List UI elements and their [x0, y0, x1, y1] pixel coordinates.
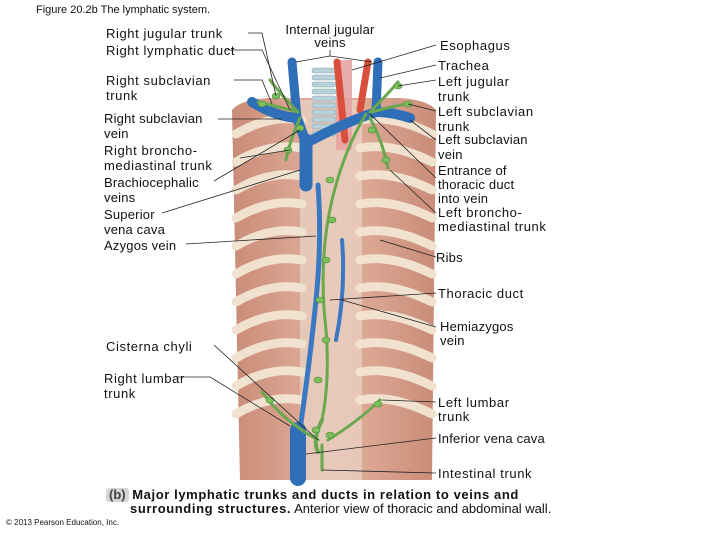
label-left-lumbar-trunk: Left lumbar trunk [438, 395, 510, 424]
rib [231, 254, 307, 279]
rib [355, 226, 437, 251]
figure-caption: (b) Major lymphatic trunks and ducts in … [106, 488, 551, 516]
lymph-node [325, 176, 335, 184]
label-right-subclavian-vein: Right subclavian vein [104, 111, 203, 141]
caption-line2-rest: Anterior view of thoracic and abdominal … [294, 501, 552, 516]
label-thoracic-duct: Thoracic duct [438, 286, 524, 301]
lymph-node [313, 376, 323, 384]
label-right-jugular-trunk: Right jugular trunk [106, 26, 223, 41]
rib [355, 310, 437, 335]
label-left-jugular-trunk: Left jugular trunk [438, 74, 510, 104]
rib [231, 338, 307, 363]
lymph-node [311, 426, 321, 434]
rib [355, 142, 437, 167]
lymph-nodes [257, 82, 413, 439]
lymph-node [373, 400, 383, 408]
label-intestinal-trunk: Intestinal trunk [438, 466, 533, 481]
rib [355, 254, 437, 279]
rib [355, 366, 437, 391]
trachea-ring [311, 95, 337, 102]
copyright-notice: © 2013 Pearson Education, Inc. [6, 518, 120, 527]
posterior-body-wall [232, 98, 436, 480]
lymph-node [381, 156, 391, 164]
lymph-node [321, 336, 331, 344]
label-ribs: Ribs [436, 250, 463, 265]
label-superior-vena-cava: Superior vena cava [104, 207, 166, 237]
figure-title: Figure 20.2b The lymphatic system. [36, 4, 211, 16]
trachea-ring [311, 88, 337, 95]
trachea-ring [311, 109, 337, 116]
label-trachea: Trachea [438, 58, 490, 73]
trachea-ring [311, 116, 337, 123]
rib [231, 366, 307, 391]
caption-letter: (b) [106, 488, 129, 502]
rib [231, 142, 307, 167]
rib [231, 310, 307, 335]
rib [231, 198, 307, 223]
label-azygos-vein: Azygos vein [104, 238, 177, 253]
lymph-node [315, 296, 325, 304]
lymph-node [265, 396, 275, 404]
lymph-node [295, 124, 305, 132]
rib [231, 170, 307, 195]
caption-line2-bold: surrounding structures. [130, 501, 292, 516]
caption-line1: Major lymphatic trunks and ducts in rela… [132, 487, 519, 502]
label-entrance-thoracic-duct: Entrance of thoracic duct into vein [438, 163, 515, 206]
label-right-lymphatic-duct: Right lymphatic duct [106, 43, 236, 58]
label-esophagus: Esophagus [440, 38, 511, 53]
lymph-node [327, 216, 337, 224]
rib [355, 198, 437, 223]
label-right-bronchomediastinal-trunk: Right broncho-mediastinal trunk [104, 143, 213, 173]
label-inferior-vena-cava: Inferior vena cava [438, 431, 545, 446]
label-left-subclavian-trunk: Left subclavian trunk [438, 104, 534, 134]
label-brachiocephalic-veins: Brachiocephalic veins [104, 175, 199, 205]
label-right-lumbar-trunk: Right lumbar trunk [104, 371, 185, 401]
label-internal-jugular-veins: Internal jugular veins [285, 22, 375, 50]
lymph-node [321, 256, 331, 264]
ribs [231, 114, 437, 419]
trachea-ring [311, 102, 337, 109]
rib [231, 226, 307, 251]
lymph-node [257, 100, 267, 108]
label-left-subclavian-vein: Left subclavian vein [438, 132, 528, 162]
lymph-node [367, 126, 377, 134]
rib [355, 170, 437, 195]
trachea-ring [311, 67, 337, 74]
lymph-node [325, 431, 335, 439]
trachea-ring [311, 81, 337, 88]
label-left-bronchomediastinal-trunk: Left broncho-mediastinal trunk [438, 205, 547, 234]
label-cisterna-chyli: Cisterna chyli [106, 339, 193, 354]
rib [355, 338, 437, 363]
label-hemiazygos-vein: Hemiazygos vein [440, 319, 514, 348]
label-right-subclavian-trunk: Right subclavian trunk [106, 73, 211, 103]
rib [231, 282, 307, 307]
trachea-ring [311, 74, 337, 81]
rib [355, 282, 437, 307]
leader-lines [161, 32, 437, 474]
